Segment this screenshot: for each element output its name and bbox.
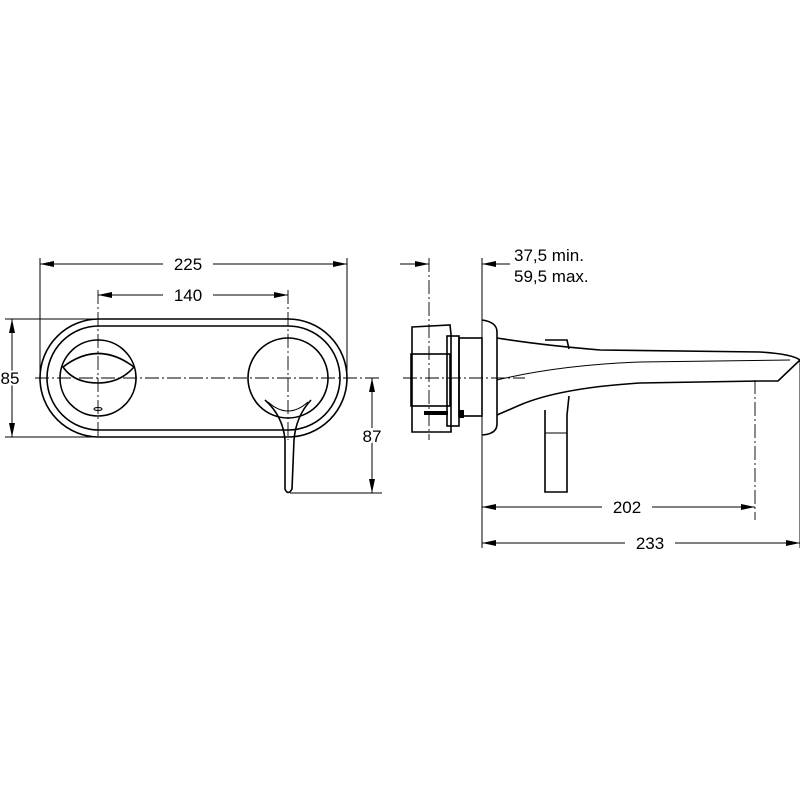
spout-opening: [61, 352, 136, 384]
dim-85-label: 85: [1, 369, 20, 388]
side-view: 37,5 min. 59,5 max. 202 233: [400, 246, 800, 553]
dim-min-label: 37,5 min.: [514, 246, 584, 265]
dim-140-label: 140: [174, 286, 202, 305]
front-view: 225 140 85 87: [0, 255, 384, 494]
dim-233-label: 233: [636, 534, 664, 553]
side-lever: [544, 395, 570, 493]
concealed-body: [411, 324, 452, 433]
dim-87-label: 87: [363, 427, 382, 446]
spout: [496, 337, 800, 416]
dim-max-label: 59,5 max.: [514, 267, 589, 286]
lever-handle: [264, 399, 312, 494]
dim-202-label: 202: [613, 498, 641, 517]
dim-225-label: 225: [174, 255, 202, 274]
wall-flange: [481, 319, 498, 436]
